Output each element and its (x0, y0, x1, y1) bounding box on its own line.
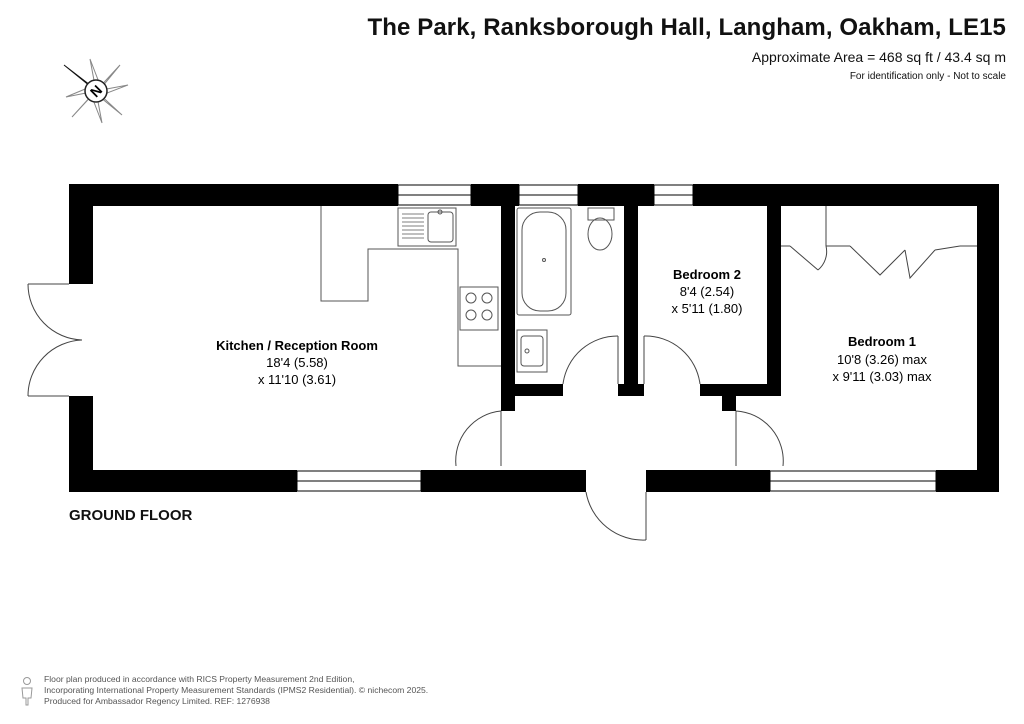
kitchen-room-dim1: 18'4 (5.58) (266, 355, 328, 370)
bedroom2-dim2: x 5'11 (1.80) (672, 301, 743, 316)
bedroom1-dim1: 10'8 (3.26) max (837, 352, 927, 367)
bedroom1-dim2: x 9'11 (3.03) max (832, 369, 932, 384)
wall-top-mid (471, 184, 519, 206)
wall-hall-right (700, 384, 781, 396)
wall-top-bath (578, 184, 654, 206)
wall-partition-beds (767, 206, 781, 396)
footer-credits: Floor plan produced in accordance with R… (44, 674, 428, 707)
wall-hall-mid (618, 384, 644, 396)
bedroom1-name: Bedroom 1 (848, 334, 916, 349)
kitchen-room-dim2: x 11'10 (3.61) (258, 372, 336, 387)
footer-line-3: Produced for Ambassador Regency Limited.… (44, 696, 270, 706)
scale-note: For identification only - Not to scale (849, 71, 1006, 82)
kitchen-room-name: Kitchen / Reception Room (216, 338, 378, 353)
floor-label: GROUND FLOOR (69, 507, 193, 524)
wall-bottom-far (936, 470, 999, 492)
wall-bottom-left (69, 470, 297, 492)
wall-left-upper (69, 184, 93, 284)
wall-top-left (69, 184, 398, 206)
footer-line-1: Floor plan produced in accordance with R… (44, 674, 355, 684)
footer-line-2: Incorporating International Property Mea… (44, 685, 429, 695)
bedroom2-name: Bedroom 2 (673, 267, 741, 282)
wall-top-right (693, 184, 999, 206)
wall-partition-bath (624, 206, 638, 396)
wall-hall-left (515, 384, 563, 396)
bedroom2-dim1: 8'4 (2.54) (680, 284, 735, 299)
wall-hall-stub (722, 396, 736, 411)
north-compass-icon: N (63, 58, 129, 124)
wall-bottom-right (646, 470, 770, 492)
wall-partition-kitchen (501, 206, 515, 411)
page-title: The Park, Ranksborough Hall, Langham, Oa… (367, 14, 1006, 41)
approximate-area: Approximate Area = 468 sq ft / 43.4 sq m (751, 49, 1006, 65)
wall-bottom-mid (421, 470, 586, 492)
wall-right (977, 184, 999, 492)
person-icon (21, 677, 33, 706)
